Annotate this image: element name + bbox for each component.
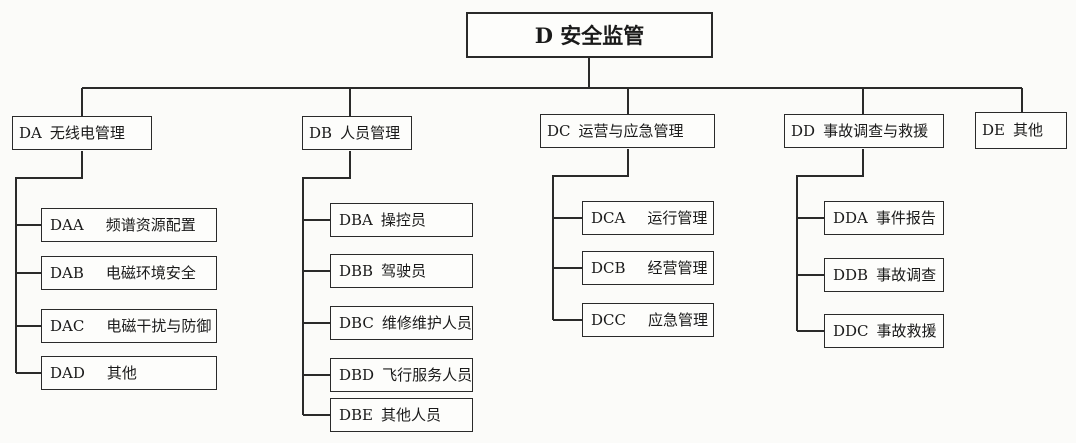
node-ddc[interactable]: DDC 事故救援 [824, 314, 944, 348]
node-dbb[interactable]: DBB 驾驶员 [330, 254, 473, 288]
node-label: 事件报告 [875, 208, 936, 227]
node-label: 事故救援 [876, 321, 937, 340]
node-dac[interactable]: DAC 电磁干扰与防御 [41, 309, 217, 343]
node-dbd[interactable]: DBD 飞行服务人员 [330, 358, 473, 392]
connector-db-branch [302, 151, 351, 415]
node-label: 其他人员 [381, 405, 442, 424]
node-label: 事故调查 [876, 265, 937, 284]
node-code: DB [309, 123, 333, 142]
node-code: DDC [833, 321, 869, 340]
node-dbc[interactable]: DBC 维修维护人员 [330, 306, 473, 340]
node-code: DAD [50, 363, 85, 382]
node-dcb[interactable]: DCB 经营管理 [582, 251, 714, 285]
node-da[interactable]: DA 无线电管理 [12, 116, 152, 150]
node-code: DBE [339, 405, 373, 424]
node-de[interactable]: DE 其他 [975, 112, 1067, 149]
node-code: DBB [339, 261, 374, 280]
node-label: 飞行服务人员 [382, 365, 473, 384]
node-dab[interactable]: DAB 电磁环境安全 [41, 256, 217, 290]
node-code: DCA [591, 208, 626, 227]
node-code: DDA [833, 208, 868, 227]
node-label: 运行管理 [647, 208, 708, 227]
node-code: DC [547, 121, 571, 140]
node-code: DAC [50, 316, 85, 335]
node-label: 运营与应急管理 [578, 121, 684, 140]
connector-dd-branch [796, 149, 864, 331]
connector-da-branch [15, 151, 83, 373]
node-label: 应急管理 [647, 310, 708, 329]
node-dca[interactable]: DCA 运行管理 [582, 201, 714, 235]
root-label: D 安全监管 [534, 22, 645, 48]
node-code: DAB [50, 263, 84, 282]
node-code: DDB [833, 265, 869, 284]
node-code: DA [19, 123, 42, 142]
node-code: DAA [50, 215, 84, 234]
node-dd[interactable]: DD 事故调查与救援 [784, 114, 944, 148]
node-code: DBA [339, 210, 373, 229]
node-label: 频谱资源配置 [105, 215, 196, 234]
node-label: 电磁干扰与防御 [106, 316, 212, 335]
node-dda[interactable]: DDA 事件报告 [824, 201, 944, 235]
node-label: 事故调查与救援 [823, 121, 929, 140]
node-code: DBC [339, 313, 374, 332]
node-label: 其他 [106, 363, 137, 382]
node-dbe[interactable]: DBE 其他人员 [330, 398, 473, 432]
node-label: 其他 [1012, 121, 1043, 139]
node-label: 维修维护人员 [381, 313, 472, 332]
node-dc[interactable]: DC 运营与应急管理 [540, 114, 715, 148]
node-label: 电磁环境安全 [105, 263, 196, 282]
node-code: DCC [591, 310, 626, 329]
node-dad[interactable]: DAD 其他 [41, 356, 217, 390]
node-label: 操控员 [380, 210, 426, 229]
node-label: 经营管理 [647, 258, 708, 277]
root-node[interactable]: D 安全监管 [466, 12, 713, 58]
node-daa[interactable]: DAA 频谱资源配置 [41, 208, 217, 242]
node-label: 人员管理 [340, 123, 401, 142]
node-dcc[interactable]: DCC 应急管理 [582, 303, 714, 337]
node-ddb[interactable]: DDB 事故调查 [824, 258, 944, 292]
node-code: DCB [591, 258, 626, 277]
node-dba[interactable]: DBA 操控员 [330, 203, 473, 237]
node-db[interactable]: DB 人员管理 [302, 116, 412, 150]
node-code: DE [982, 121, 1005, 139]
node-code: DD [791, 121, 816, 140]
node-code: DBD [339, 365, 375, 384]
connector-dc-branch [552, 149, 629, 320]
node-label: 无线电管理 [49, 123, 125, 142]
node-label: 驾驶员 [381, 261, 427, 280]
